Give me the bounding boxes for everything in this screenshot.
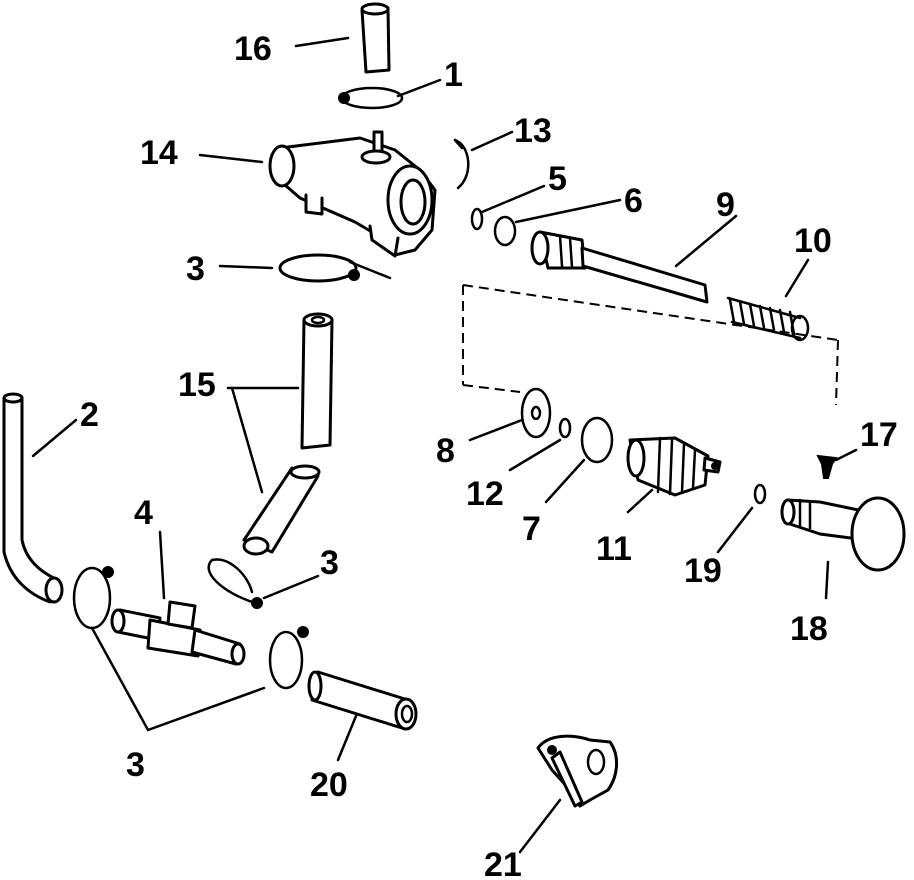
- part-12-o-ring: [558, 417, 572, 439]
- part-11-valve-body: [626, 436, 722, 497]
- callout-17: 17: [860, 416, 898, 454]
- callout-8: 8: [436, 432, 455, 470]
- callout-11: 11: [596, 530, 632, 568]
- part-3-clamp-left: [72, 566, 114, 630]
- callout-9: 9: [716, 186, 735, 224]
- callout-7: 7: [522, 510, 541, 548]
- leader-lines: [31, 36, 858, 854]
- part-3-clamp-upper: [278, 253, 392, 283]
- part-21-clip: [536, 734, 618, 808]
- part-3-clamp-middle: [207, 558, 263, 609]
- callout-3-upper: 3: [186, 250, 205, 288]
- callout-21: 21: [484, 846, 522, 880]
- callout-6: 6: [624, 182, 643, 220]
- part-9-plunger: [530, 230, 709, 304]
- callout-5: 5: [548, 160, 567, 198]
- part-7-o-ring: [580, 416, 614, 464]
- part-17-screw: [816, 454, 838, 479]
- callout-20: 20: [310, 766, 348, 804]
- part-19-o-ring: [753, 483, 767, 505]
- callout-12: 12: [466, 475, 504, 513]
- callout-2: 2: [80, 396, 99, 434]
- part-3-clamp-lower: [268, 626, 309, 690]
- callout-15: 15: [178, 366, 216, 404]
- callout-16: 16: [234, 30, 272, 68]
- part-15-hose-upper: [300, 312, 334, 450]
- part-20-hose: [307, 670, 418, 731]
- callout-1: 1: [444, 56, 463, 94]
- callout-labels: 16 1 13 14 5 6 9 10 3 15 2 8 17 12 4 7 1…: [80, 30, 898, 880]
- callout-18: 18: [790, 610, 828, 648]
- part-18-primer-button: [780, 496, 906, 572]
- callout-3-lower: 3: [126, 746, 145, 784]
- part-16-hose: [360, 2, 391, 74]
- callout-14: 14: [140, 134, 178, 172]
- alignment-dashed-box: [462, 284, 839, 406]
- part-14-housing: [268, 130, 437, 258]
- part-8-washer: [520, 387, 552, 439]
- callout-13: 13: [514, 112, 552, 150]
- part-6-o-ring: [493, 215, 517, 247]
- part-1-clamp: [338, 86, 404, 110]
- part-15-hose-lower: [242, 464, 321, 556]
- callout-3-middle: 3: [320, 544, 339, 582]
- callout-19: 19: [684, 552, 722, 590]
- part-13-retaining-ring: [453, 138, 470, 190]
- part-4-t-fitting: [110, 600, 246, 666]
- callout-10: 10: [794, 222, 832, 260]
- part-5-o-ring: [470, 207, 484, 231]
- callout-4: 4: [134, 494, 153, 532]
- part-2-hose: [2, 392, 64, 604]
